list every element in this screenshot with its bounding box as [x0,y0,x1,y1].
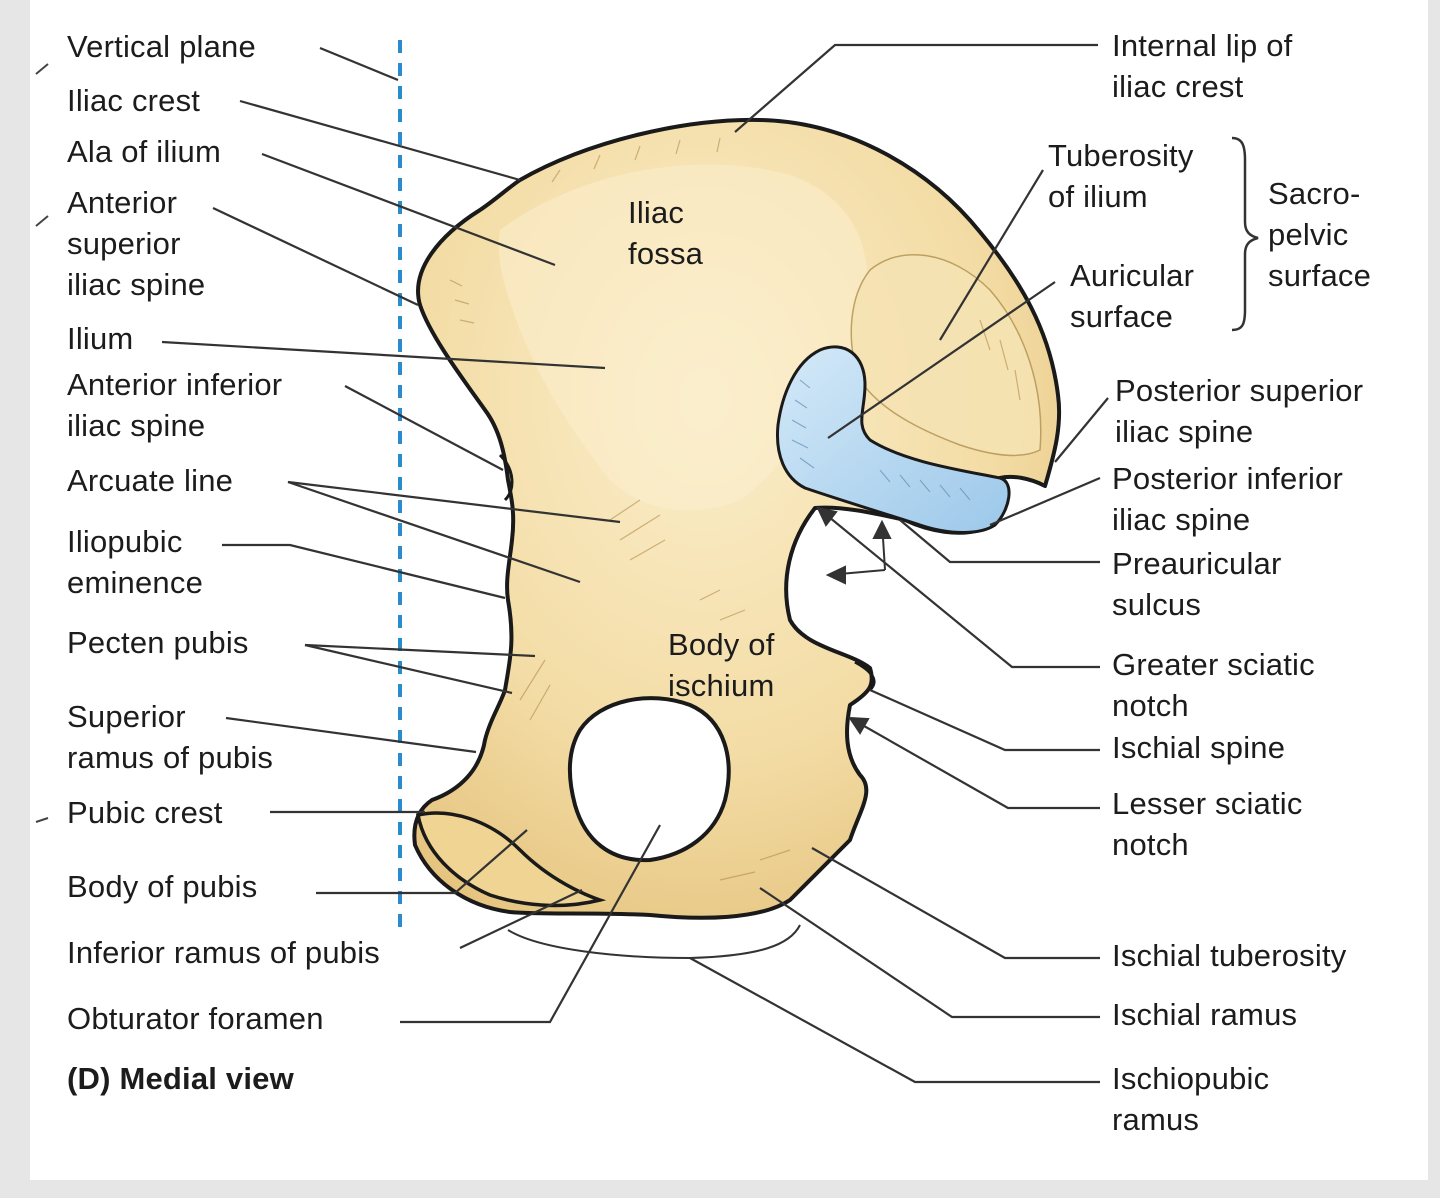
label-ischial-ramus: Ischial ramus [1112,997,1298,1032]
label-ischial-spine: Ischial spine [1112,730,1286,765]
ischial-spine-detail [854,660,876,692]
label-tuberosity-of-ilium: Tuberosity of ilium [1048,138,1194,214]
label-iliac-fossa: Iliac fossa [628,195,704,271]
label-pubic-crest: Pubic crest [67,795,223,830]
obturator-foramen-hole [567,696,731,863]
arrow-heads [816,506,892,735]
label-body-of-pubis: Body of pubis [67,869,258,904]
label-posterior-superior-iliac-spine: Posterior superior iliac spine [1115,373,1364,449]
label-lesser-sciatic-notch: Lesser sciatic notch [1112,786,1303,862]
label-iliac-crest: Iliac crest [67,83,201,118]
label-ala-of-ilium: Ala of ilium [67,134,222,169]
iliac-fossa-area [498,164,868,511]
pubic-symphyseal-face [415,811,607,908]
auricular-texture [791,379,971,501]
leader-lines [161,43,1109,1084]
anterior-border-detail [498,453,514,502]
label-preauricular-sulcus: Preauricular sulcus [1112,546,1282,622]
label-arcuate-line: Arcuate line [67,463,234,498]
bone-texture [449,137,1021,881]
label-pecten-pubis: Pecten pubis [67,625,249,660]
label-obturator-foramen: Obturator foramen [67,1001,324,1036]
label-posterior-inferior-iliac-spine: Posterior inferior iliac spine [1112,461,1344,537]
label-sacropelvic-surface: Sacro- pelvic surface [1268,176,1372,293]
label-superior-ramus-of-pubis: Superior ramus of pubis [67,699,274,775]
label-ischiopubic-ramus: Ischiopubic ramus [1112,1061,1270,1137]
label-ischial-tuberosity: Ischial tuberosity [1112,938,1347,973]
label-vertical-plane: Vertical plane [67,29,256,64]
auricular-surface-shape [775,345,1011,534]
label-body-of-ischium: Body of ischium [668,627,775,703]
label-internal-lip-of-iliac-crest: Internal lip of iliac crest [1112,28,1293,104]
label-inferior-ramus-of-pubis: Inferior ramus of pubis [67,935,381,970]
figure-caption: (D) Medial view [67,1061,294,1096]
label-ilium: Ilium [67,321,134,356]
label-greater-sciatic-notch: Greater sciatic notch [1112,647,1315,723]
label-iliopubic-eminence: Iliopubic eminence [67,524,204,600]
label-auricular-surface: Auricular surface [1070,258,1195,334]
margin-marks [35,63,49,823]
label-anterior-inferior-iliac-spine: Anterior inferior iliac spine [67,367,283,443]
label-anterior-superior-iliac-spine: Anterior superior iliac spine [67,185,206,302]
sacropelvic-brace [1231,136,1259,332]
ischiopubic-bracket [507,924,801,960]
